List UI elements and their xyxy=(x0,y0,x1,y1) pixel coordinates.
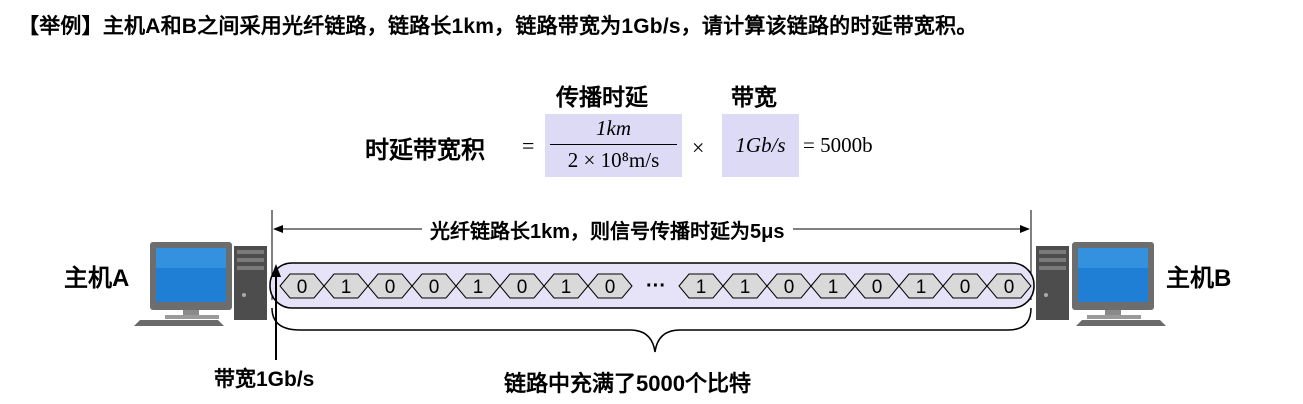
bit-label: 1 xyxy=(341,277,352,298)
bit-label: 0 xyxy=(784,277,795,298)
bit-cell: 0 xyxy=(279,273,325,299)
bit-label: 0 xyxy=(1004,277,1015,298)
left-arrowhead-icon xyxy=(273,225,283,233)
bit-cell: 0 xyxy=(854,273,900,299)
bandwidth-value: 1Gb/s xyxy=(735,133,786,157)
bit-cell: 0 xyxy=(499,273,545,299)
fraction-denominator: 2 × 10⁸m/s xyxy=(567,148,660,172)
propagation-delay-label: 传播时延 xyxy=(556,84,648,110)
bit-label: 1 xyxy=(561,277,572,298)
host-b-label: 主机B xyxy=(1166,265,1232,292)
host-a-label: 主机A xyxy=(64,265,130,292)
bit-label: 1 xyxy=(696,277,707,298)
bit-label: 0 xyxy=(960,277,971,298)
up-arrow-icon xyxy=(271,264,281,277)
bit-cell: 0 xyxy=(367,273,413,299)
bit-cell: 1 xyxy=(722,273,768,299)
bit-cell: 1 xyxy=(323,273,369,299)
fraction-bar xyxy=(550,144,677,145)
problem-text: 主机A和B之间采用光纤链路，链路长1km，链路带宽为1Gb/s，请计算该链路的时… xyxy=(102,15,978,38)
bit-cell: 1 xyxy=(678,273,724,299)
bits-stream: 0 1 0 0 1 0 1 0 ··· 1 1 0 1 0 1 0 0 xyxy=(279,273,1032,299)
bit-cell: 1 xyxy=(455,273,501,299)
bit-shape xyxy=(986,273,1032,299)
problem-prefix: 【举例】 xyxy=(18,15,103,38)
bit-shape xyxy=(587,273,633,299)
bit-label: 0 xyxy=(605,277,616,298)
bit-label: 0 xyxy=(385,277,396,298)
bit-label: 1 xyxy=(916,277,927,298)
bit-label: 1 xyxy=(740,277,751,298)
formula-equals: = xyxy=(522,133,535,158)
bandwidth-box: 1Gb/s xyxy=(722,114,799,177)
computer-a-icon xyxy=(134,242,267,326)
link-length-note: 光纤链路长1km，则信号传播时延为5μs xyxy=(422,215,793,244)
bit-cell: 1 xyxy=(898,273,944,299)
delay-fraction-box: 1km 2 × 10⁸m/s xyxy=(545,114,682,177)
fraction-numerator: 1km xyxy=(596,116,631,140)
bit-cell: 0 xyxy=(986,273,1032,299)
bit-cell: 0 xyxy=(942,273,988,299)
bit-label: 1 xyxy=(828,277,839,298)
bit-cell: 0 xyxy=(411,273,457,299)
bits-ellipsis: ··· xyxy=(646,275,666,297)
bit-label: 1 xyxy=(473,277,484,298)
bit-cell: 1 xyxy=(543,273,589,299)
formula-lhs: 时延带宽积 xyxy=(365,137,485,164)
computer-b-icon xyxy=(1036,242,1166,326)
problem-statement: 【举例】主机A和B之间采用光纤链路，链路长1km，链路带宽为1Gb/s，请计算该… xyxy=(18,10,978,40)
bandwidth-note: 带宽1Gb/s xyxy=(214,368,315,391)
bit-label: 0 xyxy=(872,277,883,298)
bit-label: 0 xyxy=(517,277,528,298)
bit-cell: 0 xyxy=(766,273,812,299)
bit-label: 0 xyxy=(297,277,308,298)
right-arrowhead-icon xyxy=(1020,225,1030,233)
curly-brace xyxy=(271,307,1032,353)
times-sign: × xyxy=(692,135,705,160)
filled-bits-note: 链路中充满了5000个比特 xyxy=(504,371,751,396)
bandwidth-label: 带宽 xyxy=(731,84,777,110)
bit-cell: 1 xyxy=(810,273,856,299)
bit-cell: 0 xyxy=(587,273,633,299)
bit-label: 0 xyxy=(429,277,440,298)
formula-result: = 5000b xyxy=(803,133,873,157)
